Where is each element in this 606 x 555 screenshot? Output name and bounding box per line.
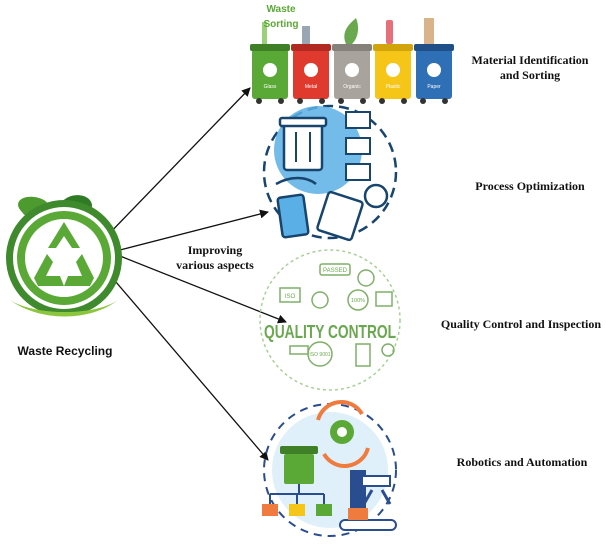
- process-optimization-icon: [262, 104, 398, 242]
- connector-arrows: [102, 87, 287, 461]
- quality-control-icon: QUALITY CONTROL PASSED ISO ISO 9001 100%: [259, 249, 401, 391]
- bin-paper: Paper: [414, 18, 454, 104]
- waste-sorting-bins-icon: Glass Metal Organic Plastic: [250, 18, 454, 104]
- arrow-to-quality: [119, 255, 287, 324]
- bin-plastic: Plastic: [373, 20, 413, 104]
- bin-metal-label: Metal: [305, 84, 317, 90]
- robotic-automation-icon: [262, 400, 397, 537]
- arrow-to-process: [119, 209, 269, 251]
- connector-label: Improving various aspects: [176, 243, 254, 272]
- qc-badge-iso: ISO: [285, 294, 296, 300]
- bin-paper-label: Paper: [427, 84, 441, 90]
- arrow-to-sorting: [102, 87, 251, 241]
- bin-organic: Organic: [332, 18, 372, 104]
- branch-label-material-identification: Material Identification and Sorting: [471, 53, 589, 82]
- bin-plastic-label: Plastic: [386, 84, 401, 90]
- branch-label-process-optimization: Process Optimization: [475, 179, 585, 193]
- sorting-caption: Waste Sorting: [263, 4, 299, 30]
- bin-organic-label: Organic: [343, 84, 361, 90]
- qc-badge-iso-9001: ISO 9001: [309, 352, 330, 358]
- recycle-logo-icon: [6, 195, 122, 317]
- qc-badge-100: 100%: [351, 298, 365, 304]
- arrow-to-robotics: [103, 267, 269, 461]
- bin-glass-label: Glass: [264, 84, 277, 90]
- source-label: Waste Recycling: [17, 344, 113, 358]
- bin-glass: Glass: [250, 22, 290, 104]
- branch-label-quality-control: Quality Control and Inspection: [440, 317, 602, 331]
- quality-control-caption: QUALITY CONTROL: [264, 322, 396, 342]
- bin-metal: Metal: [291, 26, 331, 104]
- qc-badge-passed: PASSED: [323, 268, 348, 274]
- branch-label-robotics-automation: Robotics and Automation: [456, 455, 588, 469]
